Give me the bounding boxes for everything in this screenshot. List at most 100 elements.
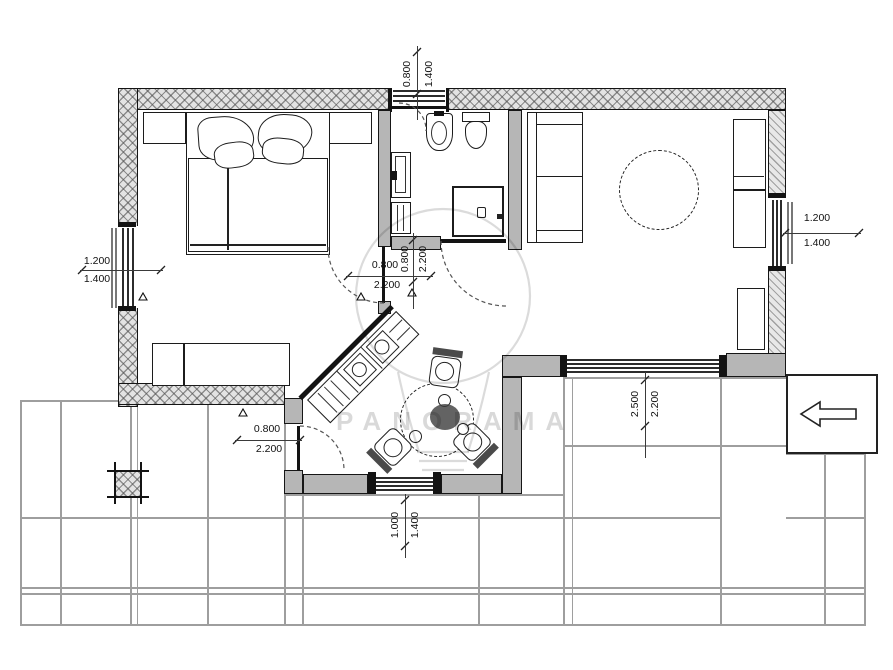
bidet-tap xyxy=(434,111,444,116)
terrace-line xyxy=(60,400,62,626)
slider-glazing xyxy=(567,363,719,365)
left-window-jamb xyxy=(118,306,136,311)
top-window-glazing xyxy=(393,100,445,102)
dim-left-window-height: 1.400 xyxy=(83,273,111,285)
left-window-jamb xyxy=(118,222,136,227)
cabinet-right-lower xyxy=(737,288,765,350)
wall-top-right xyxy=(448,88,786,110)
terrace-line xyxy=(572,377,573,626)
dim-left-window-width: 1.200 xyxy=(83,255,111,267)
kitchen-window-glazing xyxy=(376,477,433,479)
niche-wall xyxy=(446,88,449,112)
blanket-fold xyxy=(227,160,229,250)
wall-dining-bottom-left xyxy=(303,474,368,494)
cabinet-right-middle xyxy=(733,190,766,248)
radiator-line xyxy=(397,205,399,231)
bathroom-door-leaf xyxy=(441,239,506,243)
right-window-glazing xyxy=(780,200,782,266)
terrace-line xyxy=(137,400,138,626)
left-window-sill xyxy=(111,228,113,308)
right-window-jamb xyxy=(768,266,786,271)
sofa-armrest xyxy=(536,230,583,243)
dim-bathroom-door-height: 2.200 xyxy=(373,279,401,291)
dim-line-right-window xyxy=(783,233,861,235)
column-tick xyxy=(114,462,116,504)
dim-kitchen-window-width: 1.000 xyxy=(389,511,401,539)
dim-right-window-width: 1.200 xyxy=(803,212,831,224)
wall-dining-right xyxy=(502,377,522,494)
wall-living-bottom-right xyxy=(726,353,786,377)
slider-glazing xyxy=(567,359,719,361)
niche-wall xyxy=(389,88,392,112)
counter-shelf-line xyxy=(389,319,403,333)
left-window-glazing xyxy=(122,228,124,306)
terrace-line xyxy=(478,494,480,626)
dim-line-bathroom-door xyxy=(346,276,433,278)
dim-line-left-window xyxy=(80,270,163,272)
dim-kitchen-door-width: 0.800 xyxy=(253,423,281,435)
dim-bathroom-door-width: 0.800 xyxy=(371,259,399,271)
sink-bowl xyxy=(348,358,370,381)
terrace-line xyxy=(864,453,866,626)
terrace-line xyxy=(284,400,286,626)
shower-handle xyxy=(497,214,502,219)
wall-kitchen-left-upper xyxy=(284,398,303,424)
radiator xyxy=(391,202,411,234)
wall-bedroom-hall xyxy=(378,110,391,247)
terrace-line xyxy=(563,377,786,379)
panorama-watermark: PANORAMA xyxy=(336,406,576,436)
dim-top-window-height: 1.400 xyxy=(423,60,435,88)
wall-bathroom-right xyxy=(508,110,522,250)
kitchen-window-glazing xyxy=(376,481,433,483)
burner xyxy=(371,336,393,358)
bed-footboard xyxy=(190,244,326,246)
bed-blanket xyxy=(188,158,328,252)
entry-landing xyxy=(786,374,878,454)
wall-kitchen-left-lower xyxy=(284,470,303,494)
dim-right-window-height: 1.400 xyxy=(803,237,831,249)
terrace-line xyxy=(563,377,565,626)
dim-terrace-door-height: 2.200 xyxy=(649,390,661,418)
dim-line-kitchen-window xyxy=(405,494,407,558)
dim-top-window-width: 0.800 xyxy=(401,60,413,88)
terrace-line xyxy=(824,453,826,626)
slider-glazing xyxy=(567,371,719,373)
bidet xyxy=(426,113,453,151)
washbasin-tap xyxy=(391,171,397,180)
right-window-glazing xyxy=(772,200,774,266)
dim-line-top-window xyxy=(417,46,419,120)
kitchen-door-leaf xyxy=(297,426,300,470)
kitchen-window-glazing xyxy=(376,485,433,487)
niche-sill xyxy=(392,106,446,109)
dim-kitchen-door-height: 2.200 xyxy=(255,443,283,455)
column-tick xyxy=(107,470,149,472)
counter-shelf-line xyxy=(396,327,411,341)
dim-line-terrace-door xyxy=(645,372,647,458)
nightstand-right xyxy=(329,112,372,144)
right-window-jamb xyxy=(768,193,786,198)
wall-dining-bottom-right xyxy=(441,474,502,494)
left-window-glazing xyxy=(132,228,134,306)
bedroom-door-swing xyxy=(327,246,385,304)
cabinet-divider xyxy=(734,176,764,178)
terrace-line xyxy=(130,400,132,626)
right-window-glazing xyxy=(776,200,778,266)
terrace-line xyxy=(720,377,722,626)
toilet-bowl xyxy=(465,121,487,149)
left-window-sill xyxy=(115,228,117,308)
sofa-cushion xyxy=(536,176,583,231)
dim-bedroom-door-height: 2.200 xyxy=(417,245,429,273)
sofa-cushion xyxy=(536,124,583,177)
slider-post xyxy=(560,355,567,377)
left-window-glazing xyxy=(127,228,129,306)
terrace-line xyxy=(786,517,866,519)
bedroom-door-leaf xyxy=(382,247,385,303)
wall-bedroom-bottom xyxy=(118,383,285,405)
kitchen-window-post xyxy=(433,472,441,494)
radiator-line xyxy=(403,205,405,231)
wall-top-left xyxy=(118,88,389,110)
shower xyxy=(452,186,504,237)
kitchen-window-glazing xyxy=(376,489,433,491)
wall-right-lower xyxy=(768,268,786,358)
